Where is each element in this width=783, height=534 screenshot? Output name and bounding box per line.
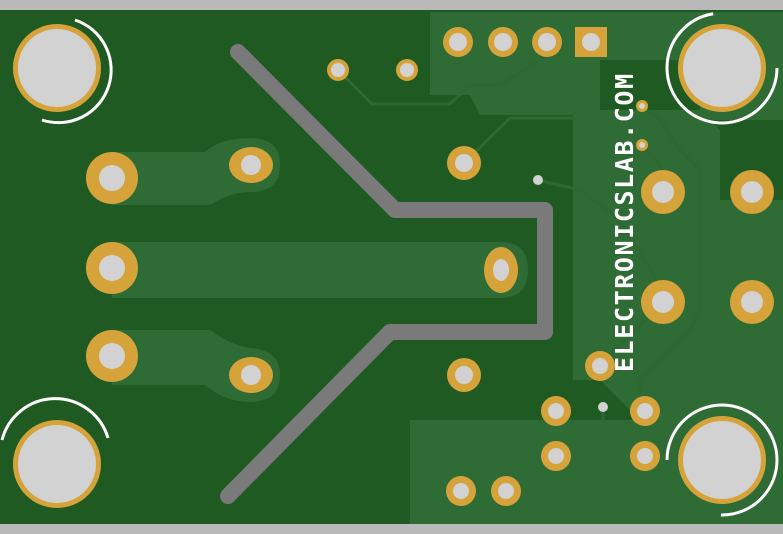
ic-pad-2 — [730, 170, 774, 214]
pad-small-right-3 — [630, 396, 660, 426]
pad-small-right-4 — [541, 441, 571, 471]
ic-pad-1 — [641, 170, 685, 214]
header-pin-1 — [443, 27, 473, 57]
connector-pad-1 — [86, 152, 138, 204]
ic-pad-4 — [730, 280, 774, 324]
via-small-1 — [327, 59, 349, 81]
top-edge — [0, 0, 783, 10]
via-tiny-4 — [598, 402, 608, 412]
header-pin-2 — [488, 27, 518, 57]
pad-mid-lower — [447, 358, 481, 392]
connector-pad-3 — [86, 330, 138, 382]
gray-trace-upper — [220, 44, 553, 504]
silkscreen-arc-top-left — [41, 18, 113, 125]
mounting-hole-bottom-right — [665, 403, 779, 517]
mounting-hole-top-left — [13, 18, 113, 125]
silkscreen-arc-bottom-left — [0, 397, 110, 441]
pad-small-right-1 — [585, 351, 615, 381]
brand-silkscreen-text: ELECTRONICSLAB.COM — [610, 72, 639, 372]
via-tiny-1 — [636, 100, 648, 112]
pad-small-right-2 — [541, 396, 571, 426]
pad-bottom-2 — [491, 476, 521, 506]
finger-pad-top — [229, 147, 273, 183]
finger-pads — [229, 147, 518, 393]
connector-pads — [86, 152, 138, 382]
via-tiny-3 — [533, 175, 543, 185]
via-small-2 — [396, 59, 418, 81]
mounting-hole-bottom-left — [0, 397, 110, 508]
via-tiny-2 — [636, 139, 648, 151]
header-pin-square — [575, 27, 607, 57]
through-hole-pads — [327, 27, 774, 506]
gray-outline-trace — [220, 44, 553, 504]
header-pin-3 — [532, 27, 562, 57]
ic-pad-3 — [641, 280, 685, 324]
mounting-hole-top-right — [665, 11, 779, 125]
copper-finger-middle — [112, 242, 528, 298]
finger-pad-bottom — [229, 357, 273, 393]
trace-4 — [638, 104, 702, 412]
trace-2 — [462, 116, 577, 165]
pad-mid-upper — [447, 146, 481, 180]
connector-pad-2 — [86, 242, 138, 294]
finger-pad-middle — [484, 247, 518, 293]
pad-small-right-5 — [630, 441, 660, 471]
bottom-edge — [0, 524, 783, 534]
mounting-holes — [0, 11, 779, 517]
pad-bottom-1 — [446, 476, 476, 506]
trace-1 — [336, 40, 549, 106]
trace-3 — [536, 178, 665, 292]
